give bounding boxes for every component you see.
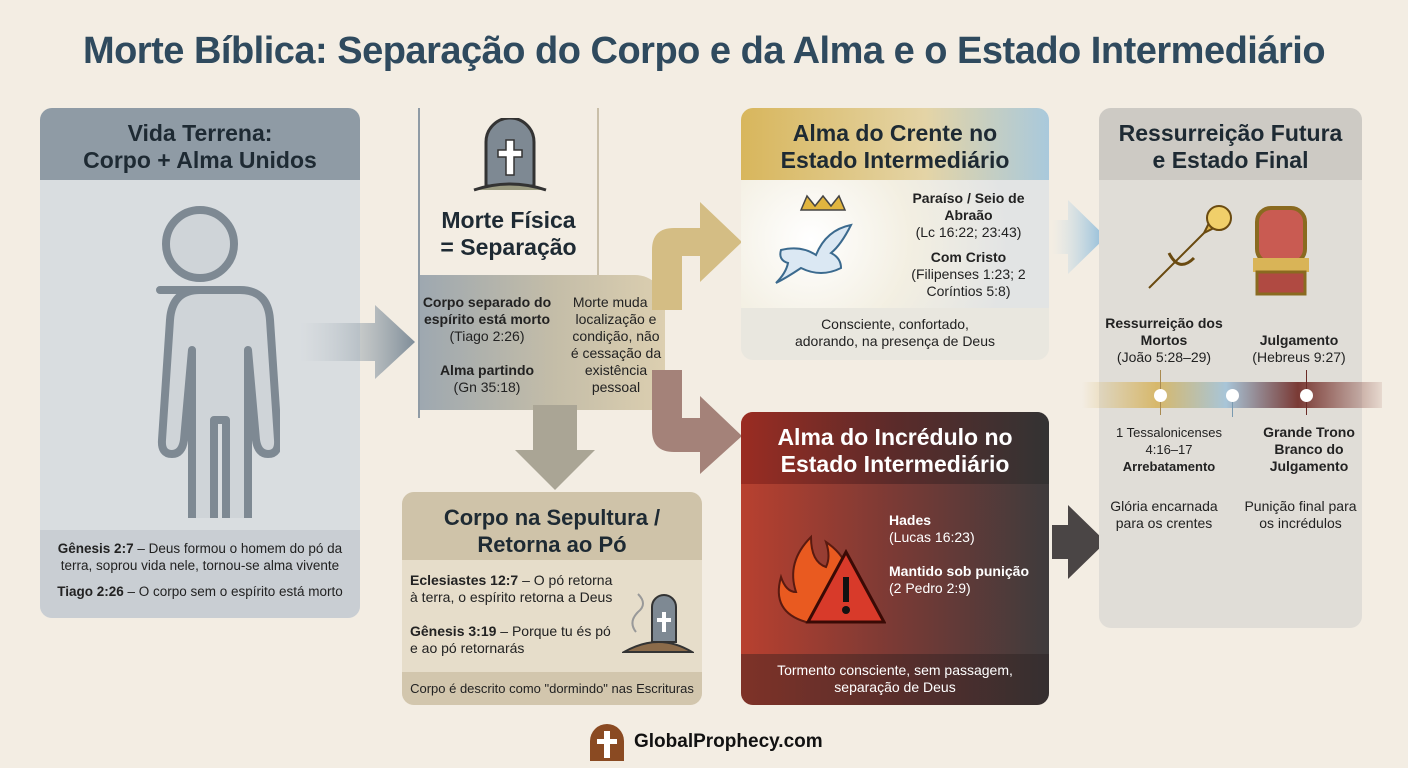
incredulo-items: Hades(Lucas 16:23)Mantido sob punição(2 …: [889, 512, 1029, 596]
human-figure-icon: [156, 206, 280, 518]
vida-header: Vida Terrena:Corpo + Alma Unidos: [40, 108, 360, 180]
fire-warning-icon: [777, 534, 886, 624]
vida-terrena-panel: Vida Terrena:Corpo + Alma Unidos Gênesis…: [40, 108, 360, 618]
sepultura-footer: Corpo é descrito como "dormindo" nas Esc…: [402, 672, 702, 705]
vida-ref2-text: – O corpo sem o espírito está morto: [123, 584, 343, 599]
vida-references: Gênesis 2:7 – Deus formou o homem do pó …: [40, 530, 360, 618]
sepultura-references: Eclesiastes 12:7 – O pó retorna à terra,…: [410, 572, 613, 656]
timeline-dot: [1300, 389, 1313, 402]
crente-footer: Consciente, confortado, adorando, na pre…: [794, 316, 996, 349]
incredulo-footer: Tormento consciente, sem passagem, separ…: [741, 654, 1049, 705]
divider: [418, 108, 420, 418]
tombstone-icon: [473, 118, 547, 192]
morte-right-text: Morte muda a localização e condição, não…: [570, 294, 662, 395]
logo: GlobalProphecy.com: [588, 723, 823, 761]
glory-text: Glória encarnada para os crentes: [1110, 498, 1218, 531]
arrow-up-right-icon: [652, 202, 742, 310]
divider: [597, 108, 599, 278]
vida-ref1-bold: Gênesis 2:7: [57, 541, 134, 556]
arrow-down-right-icon: [652, 370, 742, 474]
morte-title: Morte Física= Separação: [440, 207, 577, 260]
throne-icon: [1253, 206, 1309, 296]
arrow-right-icon: [300, 305, 415, 379]
crente-items: Paraíso / Seio de Abraão(Lc 16:22; 23:43…: [911, 190, 1026, 299]
white-throne-label: Grande Trono Branco do Julgamento: [1263, 424, 1355, 474]
trumpet-icon: [1148, 205, 1232, 289]
arrow-down-icon: [515, 405, 595, 490]
separation-band: [420, 275, 665, 410]
arrow-right-icon: [1052, 505, 1106, 579]
timeline-dot: [1226, 389, 1239, 402]
sepultura-panel: Corpo na Sepultura /Retorna ao Pó Eclesi…: [402, 492, 702, 705]
vida-ref1-text: – Deus formou o homem do pó da terra, so…: [60, 541, 343, 573]
timeline-dot: [1154, 389, 1167, 402]
judgment-label: Julgamento(Hebreus 9:27): [1252, 332, 1346, 365]
timeline-tick: [1232, 395, 1233, 417]
grave-icon: [622, 593, 694, 653]
cross-logo-icon: [590, 724, 624, 761]
arrow-right-icon: [1052, 200, 1106, 274]
crente-glow: [741, 180, 1049, 308]
logo-text: GlobalProphecy.com: [634, 731, 823, 752]
page-title: Morte Bíblica: Separação do Corpo e da A…: [82, 30, 1326, 72]
vida-title-1: Vida Terrena:: [127, 120, 273, 146]
punishment-text: Punição final para os incrédulos: [1244, 498, 1357, 531]
morte-left-text: Corpo separado do espírito está morto (T…: [422, 294, 552, 395]
vida-title-2: Corpo + Alma Unidos: [83, 147, 317, 173]
resurrection-label: Ressurreição dos Mortos(João 5:28–29): [1105, 315, 1223, 365]
vida-ref2-bold: Tiago 2:26: [57, 584, 124, 599]
sepultura-header: Corpo na Sepultura /Retorna ao Pó: [402, 492, 702, 560]
dove-crown-icon: [775, 194, 853, 284]
